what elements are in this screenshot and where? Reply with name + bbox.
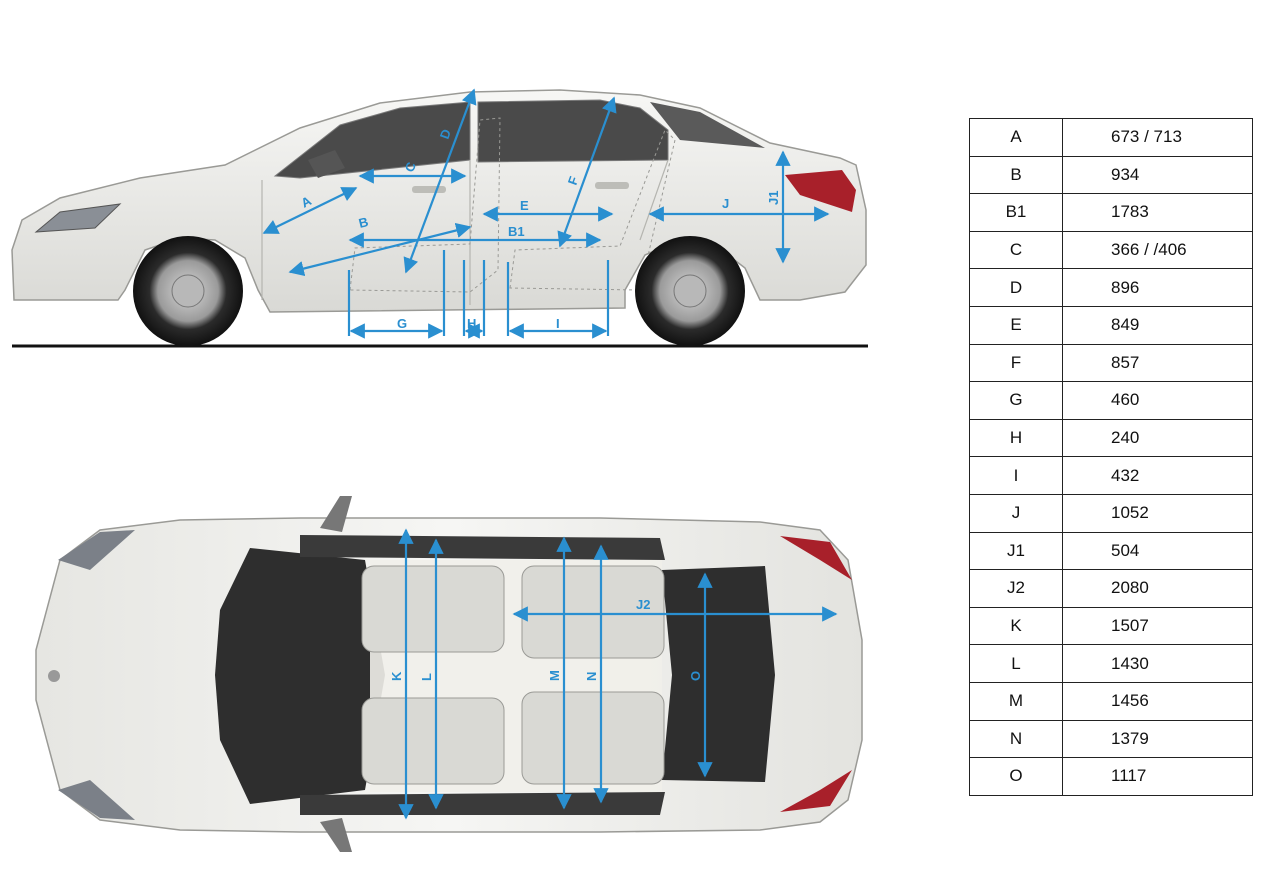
label-j2: J2 xyxy=(636,597,650,612)
taillight-bottom xyxy=(780,770,852,812)
dimension-value: 1783 xyxy=(1062,193,1253,232)
dimension-value: 1117 xyxy=(1062,757,1253,796)
label-l: L xyxy=(419,673,434,681)
rear-glass-side xyxy=(650,102,765,148)
side-glass-top xyxy=(300,535,665,560)
dimension-value: 1379 xyxy=(1062,719,1253,759)
dimension-key: E xyxy=(969,305,1063,345)
headlight-bottom xyxy=(58,780,135,820)
dimension-value: 896 xyxy=(1062,268,1253,307)
dimension-value: 240 xyxy=(1062,418,1253,458)
rear-door-handle xyxy=(595,182,629,189)
dimension-key: J1 xyxy=(969,531,1063,571)
front-door-handle xyxy=(412,186,446,193)
dimension-value: 1456 xyxy=(1062,681,1253,721)
dimension-key: J xyxy=(969,493,1063,533)
label-b: B xyxy=(357,214,370,231)
tail-light xyxy=(785,170,856,212)
dimension-value: 1052 xyxy=(1062,493,1253,533)
side-dimension-lines xyxy=(262,88,830,339)
dimension-value: 857 xyxy=(1062,343,1253,383)
rear-window-side xyxy=(477,99,669,163)
dimension-value: 366 / /406 xyxy=(1062,230,1253,270)
dimension-key: B1 xyxy=(969,193,1063,232)
label-b1: B1 xyxy=(508,224,525,239)
side-dimension-labels: A B B1 C D E F G H I J J1 xyxy=(299,127,781,331)
dimension-value: 673 / 713 xyxy=(1062,118,1253,157)
dimension-key: K xyxy=(969,606,1063,646)
label-o: O xyxy=(688,671,703,681)
label-j1: J1 xyxy=(766,191,781,205)
mirror-top xyxy=(320,496,352,532)
dimension-key: O xyxy=(969,757,1063,796)
dimension-key: A xyxy=(969,118,1063,157)
dimension-value: 934 xyxy=(1062,155,1253,195)
dimension-value: 460 xyxy=(1062,381,1253,420)
taillight-top xyxy=(780,536,852,580)
windshield xyxy=(215,548,385,804)
dimension-key: I xyxy=(969,456,1063,495)
label-n: N xyxy=(584,672,599,681)
top-dimension-labels: J2 K L M N O xyxy=(389,597,703,681)
dimension-key: G xyxy=(969,381,1063,420)
dimension-key: L xyxy=(969,644,1063,683)
dimension-key: J2 xyxy=(969,569,1063,608)
dimension-key: N xyxy=(969,719,1063,759)
rear-wheel xyxy=(635,236,745,346)
label-g: G xyxy=(397,316,407,331)
dimension-key: D xyxy=(969,268,1063,307)
dimension-value: 1507 xyxy=(1062,606,1253,646)
dimension-value: 1430 xyxy=(1062,644,1253,683)
dimension-key: C xyxy=(969,230,1063,270)
emblem xyxy=(48,670,60,682)
label-i: I xyxy=(556,316,560,331)
label-h: H xyxy=(467,316,476,331)
side-mirror xyxy=(308,150,345,178)
top-view-car xyxy=(35,496,863,852)
side-glass-bottom xyxy=(300,792,665,815)
headlight-top xyxy=(58,530,135,570)
label-j: J xyxy=(722,196,729,211)
headlight xyxy=(34,203,122,233)
dimension-value: 432 xyxy=(1062,456,1253,495)
top-dimension-lines xyxy=(398,528,838,820)
dimension-value: 2080 xyxy=(1062,569,1253,608)
dimension-key: F xyxy=(969,343,1063,383)
label-m: M xyxy=(547,670,562,681)
front-wheel xyxy=(133,236,243,346)
dimension-value: 504 xyxy=(1062,531,1253,571)
dimension-key: M xyxy=(969,681,1063,721)
mirror-bottom xyxy=(320,818,352,852)
dimension-value: 849 xyxy=(1062,305,1253,345)
label-e: E xyxy=(520,198,529,213)
dimension-key: H xyxy=(969,418,1063,458)
rear-window-top xyxy=(662,566,775,782)
label-k: K xyxy=(389,671,404,681)
dimension-key: B xyxy=(969,155,1063,195)
